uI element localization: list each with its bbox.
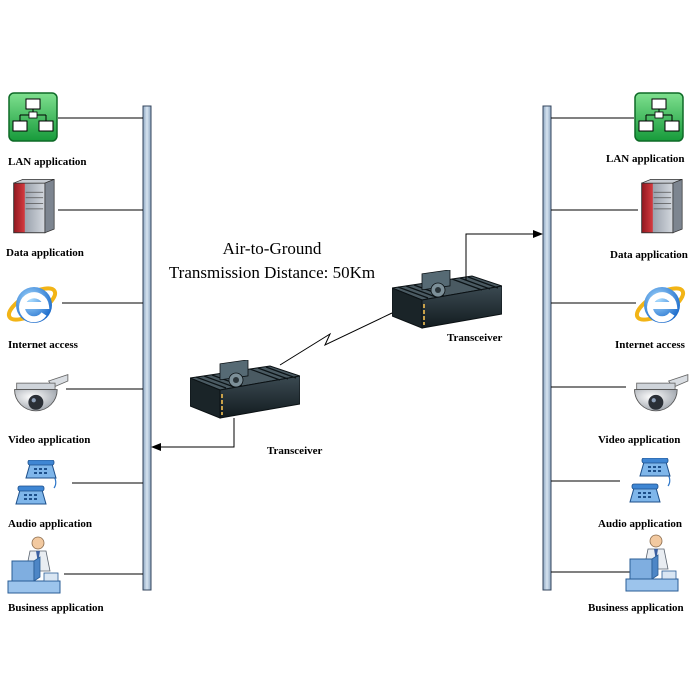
left-app-label: Audio application (8, 518, 92, 530)
internet-explorer-icon (632, 282, 687, 325)
air-link-arrow (533, 230, 543, 238)
right-app-label: LAN application (606, 153, 685, 165)
diagram-title-line2: Transmission Distance: 50Km (169, 263, 375, 282)
ground-transceiver-label: Transceiver (267, 445, 323, 457)
right-connection-lines (551, 117, 638, 573)
internet-explorer-icon (4, 282, 59, 325)
left-app-label: Data application (6, 247, 84, 259)
right-app-label: Video application (598, 434, 680, 446)
lan-icon (634, 92, 684, 142)
right-app-label: Audio application (598, 518, 682, 530)
right-network-bus (542, 105, 552, 591)
dome-camera-icon (633, 374, 689, 412)
right-app-label: Business application (588, 602, 684, 614)
telephone-icon (629, 458, 671, 503)
lan-icon (8, 92, 58, 142)
diagram-title-line1: Air-to-Ground (223, 239, 322, 258)
ground-transceiver-device (190, 360, 300, 419)
left-app-label: Internet access (8, 339, 79, 351)
office-worker-icon (7, 536, 61, 594)
telephone-icon (15, 460, 57, 505)
server-icon (13, 178, 55, 234)
office-worker-icon (625, 534, 679, 592)
left-app-label: LAN application (8, 156, 87, 168)
air-link-line (465, 233, 536, 280)
air-transceiver-device (392, 270, 502, 329)
ground-link-arrow (151, 443, 161, 451)
left-app-label: Business application (8, 602, 104, 614)
right-app-label: Internet access (615, 339, 686, 351)
dome-camera-icon (13, 374, 69, 412)
air-transceiver-label: Transceiver (447, 332, 503, 344)
left-connection-lines (58, 117, 143, 575)
left-app-label: Video application (8, 434, 90, 446)
server-icon (641, 178, 683, 234)
ground-link-line (158, 418, 235, 448)
wireless-link-icon (279, 312, 393, 366)
right-app-label: Data application (610, 249, 688, 261)
left-network-bus (142, 105, 152, 591)
